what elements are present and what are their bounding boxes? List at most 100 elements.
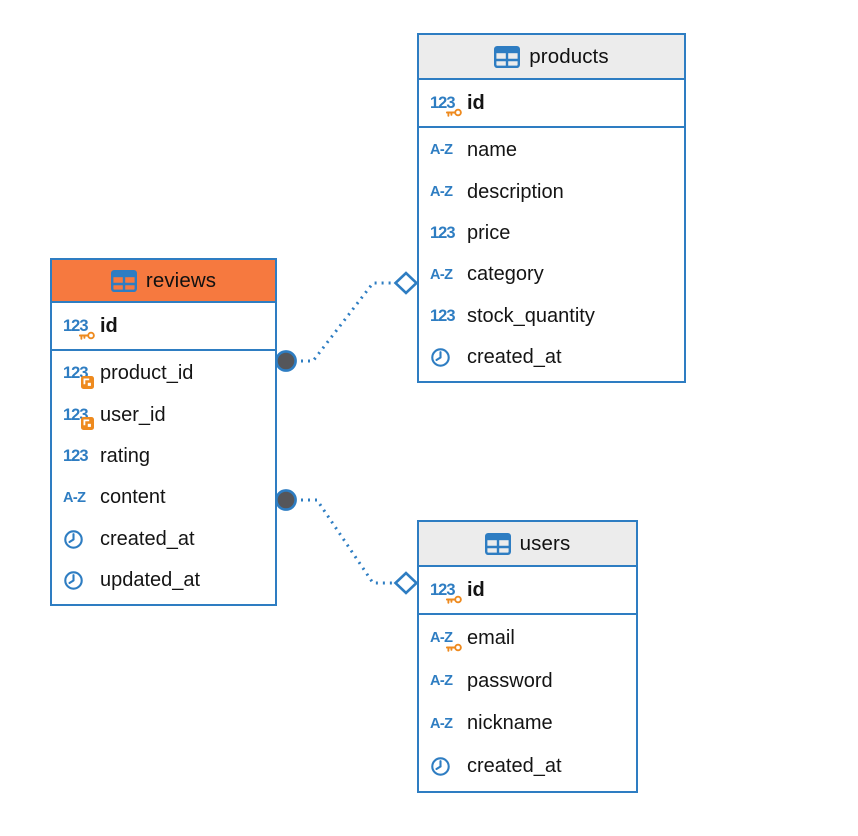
primary-key-icon bbox=[445, 643, 462, 652]
column-name: category bbox=[467, 263, 544, 286]
text-type-icon: A-Z bbox=[430, 672, 453, 689]
column-name: user_id bbox=[100, 403, 166, 426]
column-row-reviews-rating[interactable]: 123 rating bbox=[52, 435, 275, 478]
column-row-users-password[interactable]: A-Z password bbox=[419, 659, 636, 703]
type-icon-wrap bbox=[430, 347, 467, 368]
type-icon-wrap: 123 bbox=[430, 580, 467, 604]
text-type-icon: A-Z bbox=[63, 489, 86, 506]
column-row-products-description[interactable]: A-Z description bbox=[419, 171, 684, 213]
column-name: id bbox=[467, 91, 485, 114]
column-row-users-nickname[interactable]: A-Z nickname bbox=[419, 702, 636, 746]
column-row-users-created_at[interactable]: created_at bbox=[419, 745, 636, 789]
columns-section: 123 product_id 123 user_id 123 rating A-… bbox=[52, 351, 275, 604]
table-card-users[interactable]: users 123 id A-Z email A-Z password A-Z … bbox=[417, 520, 638, 794]
text-type-icon: A-Z bbox=[430, 142, 453, 159]
type-icon-wrap: 123 bbox=[63, 407, 100, 431]
type-icon-wrap: 123 bbox=[430, 308, 467, 325]
datetime-type-icon bbox=[64, 571, 83, 590]
primary-key-icon bbox=[445, 595, 462, 604]
column-row-users-id[interactable]: 123 id bbox=[419, 567, 636, 613]
column-name: name bbox=[467, 139, 518, 162]
relationship-line bbox=[294, 498, 396, 585]
number-type-icon: 123 bbox=[430, 93, 456, 112]
column-row-products-id[interactable]: 123 id bbox=[419, 80, 684, 126]
number-type-icon: 123 bbox=[430, 580, 456, 599]
datetime-type-icon bbox=[431, 757, 450, 777]
type-icon-wrap: 123 bbox=[63, 318, 100, 340]
column-row-reviews-created_at[interactable]: created_at bbox=[52, 518, 275, 560]
foreign-key-badge bbox=[81, 375, 94, 389]
relationship-line bbox=[294, 281, 396, 363]
type-icon-wrap: A-Z bbox=[430, 630, 467, 652]
primary-key-section: 123 id bbox=[419, 567, 636, 615]
primary-key-section: 123 id bbox=[419, 80, 684, 128]
type-icon-wrap: 123 bbox=[430, 225, 467, 242]
table-name: reviews bbox=[145, 268, 217, 292]
column-row-products-category[interactable]: A-Z category bbox=[419, 254, 684, 296]
type-icon-wrap bbox=[430, 756, 467, 777]
datetime-type-icon bbox=[64, 529, 83, 549]
number-type-icon: 123 bbox=[430, 224, 456, 243]
column-row-reviews-user_id[interactable]: 123 user_id bbox=[52, 394, 275, 436]
type-icon-wrap bbox=[63, 570, 100, 591]
number-type-icon: 123 bbox=[63, 447, 89, 466]
columns-section: A-Z email A-Z password A-Z nickname crea… bbox=[419, 615, 636, 791]
column-name: id bbox=[467, 578, 485, 601]
type-icon-wrap: 123 bbox=[63, 448, 100, 465]
table-grid-icon bbox=[110, 269, 137, 292]
column-name: rating bbox=[100, 444, 151, 467]
column-row-reviews-id[interactable]: 123 id bbox=[52, 303, 275, 349]
type-icon-wrap: A-Z bbox=[430, 143, 467, 158]
type-icon-wrap: A-Z bbox=[430, 674, 467, 689]
table-header[interactable]: products bbox=[419, 35, 684, 80]
type-icon-wrap: A-Z bbox=[430, 717, 467, 732]
table-card-products[interactable]: products 123 id A-Z name A-Z description… bbox=[417, 33, 686, 384]
relationship-reviews-products[interactable] bbox=[275, 271, 419, 372]
column-row-products-stock_quantity[interactable]: 123 stock_quantity bbox=[419, 295, 684, 337]
text-type-icon: A-Z bbox=[430, 266, 453, 283]
table-header[interactable]: reviews bbox=[52, 260, 275, 303]
text-type-icon: A-Z bbox=[430, 630, 453, 647]
datetime-type-icon bbox=[431, 348, 450, 367]
column-row-products-name[interactable]: A-Z name bbox=[419, 130, 684, 172]
relationship-reviews-users[interactable] bbox=[275, 489, 419, 595]
column-row-products-price[interactable]: 123 price bbox=[419, 212, 684, 255]
column-name: price bbox=[467, 221, 511, 244]
table-name: products bbox=[529, 44, 609, 68]
columns-section: A-Z name A-Z description 123 price A-Z c… bbox=[419, 128, 684, 381]
column-row-reviews-product_id[interactable]: 123 product_id bbox=[52, 353, 275, 395]
primary-key-icon bbox=[78, 331, 95, 340]
type-icon-wrap: 123 bbox=[430, 93, 467, 117]
table-card-reviews[interactable]: reviews 123 id 123 product_id 123 user_i… bbox=[50, 258, 277, 607]
column-name: stock_quantity bbox=[467, 304, 595, 327]
table-grid-icon bbox=[494, 45, 521, 68]
table-grid-icon bbox=[484, 532, 511, 555]
table-name: users bbox=[519, 531, 571, 555]
column-name: email bbox=[467, 626, 515, 649]
column-row-reviews-updated_at[interactable]: updated_at bbox=[52, 559, 275, 602]
column-name: created_at bbox=[467, 755, 562, 778]
one-side-diamond-marker bbox=[393, 271, 419, 295]
primary-key-icon bbox=[445, 108, 462, 117]
one-side-diamond-marker bbox=[393, 571, 419, 595]
many-side-circle-marker bbox=[275, 489, 297, 511]
column-name: id bbox=[100, 314, 118, 337]
column-name: product_id bbox=[100, 362, 194, 385]
type-icon-wrap: A-Z bbox=[430, 268, 467, 283]
column-name: nickname bbox=[467, 712, 553, 735]
column-row-reviews-content[interactable]: A-Z content bbox=[52, 477, 275, 519]
type-icon-wrap bbox=[63, 529, 100, 550]
table-header[interactable]: users bbox=[419, 522, 636, 567]
column-name: created_at bbox=[467, 346, 562, 369]
column-name: password bbox=[467, 669, 553, 692]
column-name: created_at bbox=[100, 527, 195, 550]
primary-key-section: 123 id bbox=[52, 303, 275, 351]
column-row-users-email[interactable]: A-Z email bbox=[419, 617, 636, 660]
column-name: updated_at bbox=[100, 569, 201, 592]
column-row-products-created_at[interactable]: created_at bbox=[419, 336, 684, 379]
text-type-icon: A-Z bbox=[430, 715, 453, 732]
text-type-icon: A-Z bbox=[430, 183, 453, 200]
many-side-circle-marker bbox=[275, 350, 297, 372]
